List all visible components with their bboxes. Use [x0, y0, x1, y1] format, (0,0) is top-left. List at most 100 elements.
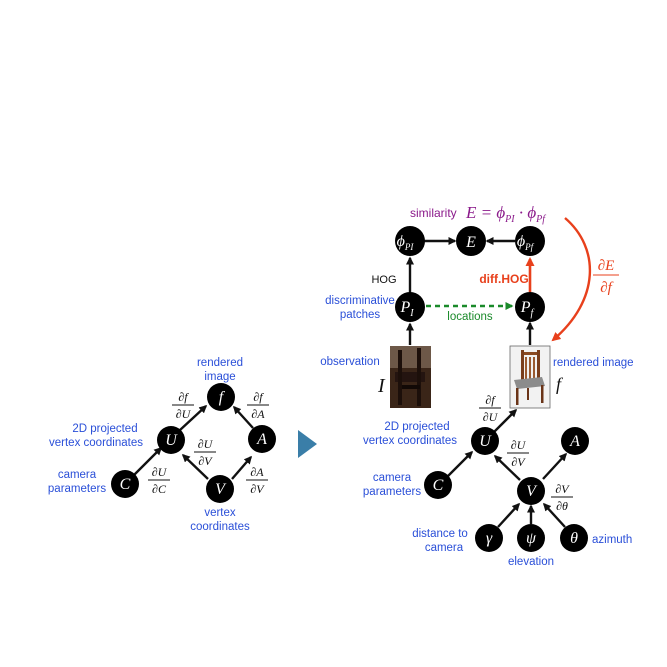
svg-text:E: E [465, 234, 476, 251]
label-distance-camera: camera [425, 542, 464, 554]
right-graph: similarity E = ϕPI · ϕPf ϕPI [320, 203, 633, 568]
edge-U-f [493, 408, 518, 433]
edge-V-U [493, 454, 521, 481]
svg-text:∂V: ∂V [250, 482, 265, 496]
svg-text:∂A: ∂A [250, 465, 264, 479]
frac-dU-dV: ∂U ∂V [194, 437, 216, 468]
svg-text:∂U: ∂U [198, 437, 214, 451]
svg-text:U: U [479, 433, 492, 450]
edge-theta-V [542, 502, 566, 528]
edge-V-A [542, 452, 568, 480]
svg-text:PI: PI [399, 299, 414, 319]
frac-dV-dtheta: ∂V ∂θ [551, 482, 573, 513]
label-locations: locations [447, 311, 493, 323]
frac-dE-df: ∂E ∂f [593, 258, 619, 296]
svg-text:∂V: ∂V [555, 482, 570, 496]
label-observation: observation [320, 356, 379, 368]
svg-text:Pf: Pf [520, 299, 535, 319]
node-U: U [157, 426, 185, 454]
edge-gamma-V [497, 502, 521, 528]
svg-text:∂C: ∂C [152, 482, 167, 496]
label-discriminative: discriminative [325, 295, 395, 307]
svg-text:E = ϕPI · ϕPf: E = ϕPI · ϕPf [465, 203, 546, 225]
svg-text:∂f: ∂f [178, 390, 189, 404]
node-Pf: Pf [515, 292, 545, 322]
label-coordinates: coordinates [190, 521, 250, 533]
frac-df-dU: ∂f ∂U [479, 393, 501, 424]
edge-V-U [181, 453, 209, 480]
edge-C-U [133, 446, 163, 476]
svg-text:∂f: ∂f [485, 393, 496, 407]
node-PI: PI [395, 292, 425, 322]
label-elevation: elevation [508, 556, 554, 568]
node-psi: ψ [517, 524, 545, 552]
similarity-label: similarity [410, 206, 457, 220]
svg-text:V: V [215, 481, 227, 498]
label-distance-to: distance to [412, 528, 468, 540]
svg-text:A: A [569, 433, 580, 450]
svg-text:A: A [256, 431, 267, 448]
label-camera: camera [58, 469, 97, 481]
frac-df-dA: ∂f ∂A [247, 390, 269, 421]
svg-text:C: C [433, 477, 444, 494]
node-gamma: γ [475, 524, 503, 552]
svg-text:U: U [165, 432, 178, 449]
gradient-curve [551, 217, 592, 342]
label-2d-projected: 2D projected [384, 421, 449, 433]
frac-df-dU: ∂f ∂U [172, 390, 194, 421]
label-obs-var: I [377, 375, 386, 397]
svg-text:∂V: ∂V [198, 454, 213, 468]
svg-text:∂U: ∂U [152, 465, 168, 479]
node-f: f [207, 383, 235, 411]
svg-text:γ: γ [486, 530, 493, 547]
label-rendered: rendered [197, 357, 243, 369]
svg-text:∂U: ∂U [511, 438, 527, 452]
label-rendered-image: rendered image [553, 357, 634, 369]
svg-text:V: V [526, 483, 538, 500]
label-image: image [204, 371, 235, 383]
node-C: C [111, 470, 139, 498]
node-theta: θ [560, 524, 588, 552]
svg-text:∂θ: ∂θ [556, 499, 568, 513]
label-diff-hog: diff.HOG [479, 272, 528, 286]
node-A: A [248, 425, 276, 453]
transition-arrow-icon [298, 430, 317, 458]
svg-text:∂U: ∂U [483, 410, 499, 424]
label-patches: patches [340, 309, 381, 321]
node-phi-Pf: ϕPf [515, 226, 545, 256]
node-V: V [206, 475, 234, 503]
svg-text:∂E: ∂E [598, 258, 615, 274]
node-A: A [561, 427, 589, 455]
svg-text:∂A: ∂A [251, 407, 265, 421]
svg-text:ϕPf: ϕPf [517, 233, 535, 252]
edge-U-f [179, 404, 208, 431]
label-parameters: parameters [48, 483, 106, 495]
svg-text:θ: θ [570, 530, 578, 547]
label-azimuth: azimuth [592, 534, 632, 546]
svg-text:ϕPI: ϕPI [397, 233, 415, 252]
label-rendered-var: f [556, 374, 564, 394]
label-vertex: vertex [204, 507, 236, 519]
label-hog: HOG [371, 274, 396, 286]
svg-text:∂V: ∂V [511, 455, 526, 469]
label-vertex-coordinates: vertex coordinates [363, 435, 457, 447]
svg-text:C: C [120, 476, 131, 493]
rendered-chair-image [509, 345, 551, 409]
svg-text:f: f [219, 389, 226, 406]
label-vertex-coordinates-1: vertex coordinates [49, 437, 143, 449]
label-camera: camera [373, 472, 412, 484]
label-parameters: parameters [363, 486, 421, 498]
node-phi-PI: ϕPI [395, 226, 425, 256]
edge-V-A [231, 455, 252, 480]
node-C: C [424, 471, 452, 499]
svg-text:∂f: ∂f [600, 280, 613, 296]
svg-text:∂U: ∂U [176, 407, 192, 421]
node-V: V [517, 477, 545, 505]
similarity-equation: E = ϕPI · ϕPf [465, 203, 546, 225]
frac-dU-dC: ∂U ∂C [148, 465, 170, 496]
edge-A-f [232, 405, 254, 429]
svg-text:∂f: ∂f [253, 390, 264, 404]
edge-C-U [447, 450, 474, 477]
label-2d-projected: 2D projected [72, 423, 137, 435]
